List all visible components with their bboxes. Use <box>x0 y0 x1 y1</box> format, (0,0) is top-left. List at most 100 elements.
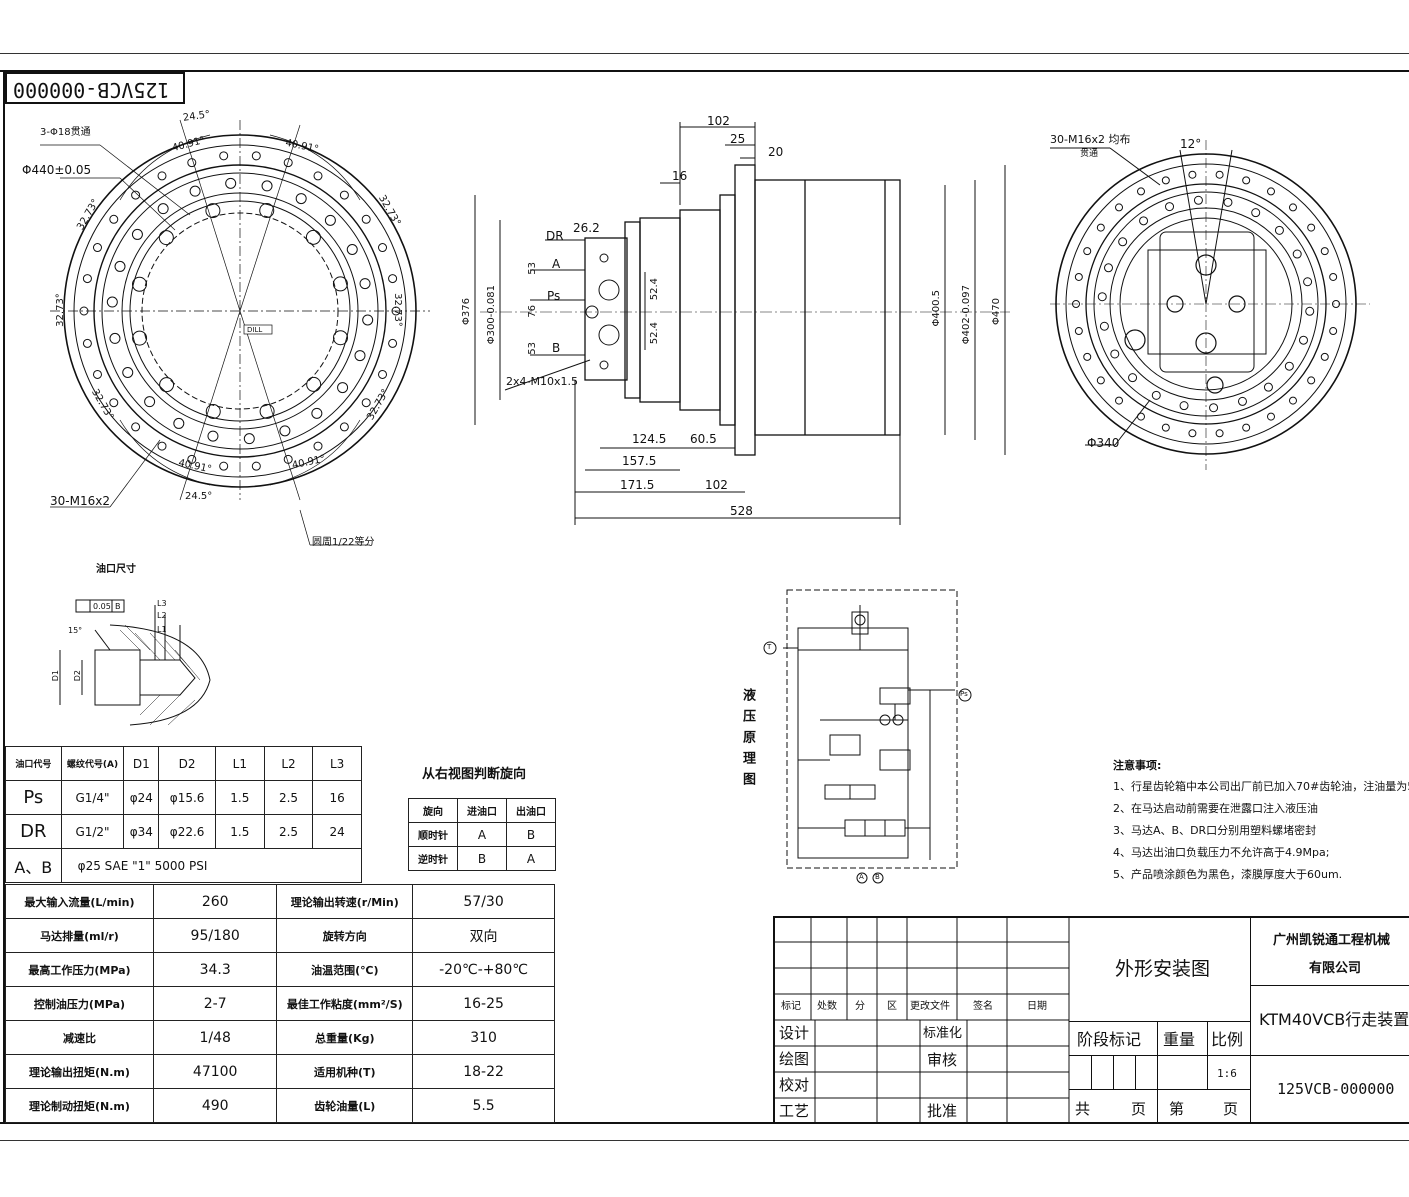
port-dim-52-bottom: 52.4 <box>649 322 660 345</box>
bolt-hole <box>1110 349 1120 359</box>
bolt-hole <box>131 228 143 240</box>
bolt-hole <box>1298 335 1308 345</box>
bolt-hole <box>313 441 323 451</box>
bolt-hole <box>1137 412 1145 421</box>
bolt-hole <box>1165 202 1175 212</box>
bolt-hole <box>1074 272 1083 281</box>
title-block: 标记 处数 分 区 更改文件 签名 日期 设计 绘图 校对 工艺 标准化 审核 … <box>773 916 1409 1124</box>
diameter-400: Φ400.5 <box>931 290 942 327</box>
port-detail-title: 油口尺寸 <box>96 564 136 575</box>
frame-top-line <box>0 70 1409 72</box>
bolt-hole <box>1242 423 1251 432</box>
bolt-hole <box>157 203 169 215</box>
bolt-hole <box>144 396 156 408</box>
bolt-hole <box>1284 361 1294 371</box>
bolt-hole <box>1242 176 1251 185</box>
bolt-hole <box>1267 187 1275 196</box>
bolt-hole <box>1188 170 1197 179</box>
hydraulic-port-b: B <box>875 873 880 881</box>
rotation-header-direction: 旋向 <box>408 798 458 823</box>
stage-label: 阶段标记 <box>1077 1030 1142 1049</box>
spec-value-right: 57/30 <box>412 884 555 919</box>
thread-holes-label: 30-M16x2 <box>50 494 110 508</box>
drawing-number-mirrored: 125VCB-000000 <box>13 78 170 102</box>
detail-l2: L2 <box>157 611 167 620</box>
bolt-hole <box>205 203 221 219</box>
bolt-hole <box>378 369 388 379</box>
bolt-hole <box>279 425 291 437</box>
rear-view-drawing <box>1050 140 1370 470</box>
sheet-current-unit: 页 <box>1223 1100 1239 1118</box>
port-row-ab-code: A、B <box>5 848 62 883</box>
bolt-hole <box>313 171 323 181</box>
spec-value-right: 310 <box>412 1020 555 1055</box>
weight-label: 重量 <box>1163 1030 1196 1049</box>
angle-label-12: 24.5° <box>185 491 213 502</box>
bolt-hole <box>82 338 92 348</box>
rear-through-label: 贯通 <box>1080 149 1099 159</box>
port-row-dr-l3: 24 <box>312 814 362 849</box>
spec-label-right: 理论输出转速(r/Min) <box>276 884 414 919</box>
hydraulic-port-a: A <box>859 873 864 881</box>
row-check: 校对 <box>779 1076 810 1094</box>
tolerance-value: 0.05 <box>93 602 111 611</box>
port-row-dr-l1: 1.5 <box>214 814 265 849</box>
spec-label-right: 油温范围(℃) <box>276 952 414 987</box>
bolt-hole <box>1104 263 1114 273</box>
bolt-circle-label: Φ440±0.05 <box>22 163 92 177</box>
side-dim-102-top: 102 <box>707 114 730 128</box>
bolt-hole <box>158 230 174 246</box>
detail-d1: D1 <box>51 670 60 682</box>
spec-label-left: 最大输入流量(L/min) <box>5 884 154 919</box>
rotation-cw-in: A <box>457 822 507 847</box>
spec-label-right: 齿轮油量(L) <box>276 1088 414 1123</box>
diameter-376: Φ376 <box>461 298 472 325</box>
bolt-hole <box>362 314 374 326</box>
port-row-ps-thread: G1/4" <box>60 780 125 815</box>
bolt-hole <box>1118 237 1128 247</box>
port-row-ab-spec: φ25 SAE "1" 5000 PSI <box>60 848 363 883</box>
label-standardize: 标准化 <box>923 1026 963 1041</box>
rotation-table: 旋向 进油口 出油口 顺时针 A B 逆时针 B A <box>408 798 556 871</box>
bolt-hole <box>1305 306 1315 316</box>
port-table-header-thread: 螺纹代号(A) <box>60 746 125 781</box>
bolt-hole <box>114 260 126 272</box>
rotation-header-out: 出油口 <box>506 798 556 823</box>
rear-diameter-label: Φ340 <box>1087 436 1120 450</box>
bolt-hole <box>1161 176 1170 185</box>
hydraulic-schematic <box>763 589 972 884</box>
rotation-ccw-in: B <box>457 846 507 871</box>
port-dim-52-top: 52.4 <box>649 278 660 301</box>
bolt-hole <box>1072 300 1080 308</box>
bolt-hole <box>1307 223 1316 232</box>
company-line-2: 有限公司 <box>1309 961 1362 976</box>
diameter-300: Φ300-0.081 <box>486 285 497 345</box>
port-row-dr-l2: 2.5 <box>263 814 314 849</box>
revision-header-zone: 区 <box>887 1001 897 1012</box>
bolt-hole <box>189 185 201 197</box>
spec-label-left: 马达排量(ml/r) <box>5 918 154 953</box>
product-cell: KTM40VCB行走装置 <box>1251 986 1409 1056</box>
spec-label-left: 最高工作压力(MPa) <box>5 952 154 987</box>
row-process: 工艺 <box>779 1102 810 1120</box>
angle-label-7: 32.73° <box>391 293 403 327</box>
port-table-header-d2: D2 <box>158 746 216 781</box>
spec-value-left: 34.3 <box>152 952 278 987</box>
revision-header-sign: 签名 <box>973 1001 993 1012</box>
spec-label-right: 适用机种(T) <box>276 1054 414 1089</box>
sheet-total-label: 共 <box>1075 1100 1091 1118</box>
bolt-hole <box>159 377 175 393</box>
hydraulic-port-ps: Ps <box>960 690 968 698</box>
bolt-hole <box>259 202 275 218</box>
rotation-header-in: 进油口 <box>457 798 507 823</box>
bolt-hole <box>305 229 321 245</box>
bolt-hole <box>219 151 229 161</box>
bolt-note: 2x4-M10x1.5 <box>506 375 578 388</box>
company-line-1: 广州凯锐通工程机械 <box>1273 933 1391 948</box>
diameter-470: Φ470 <box>991 298 1002 325</box>
bolt-hole <box>259 403 275 419</box>
rotation-ccw-out: A <box>506 846 556 871</box>
